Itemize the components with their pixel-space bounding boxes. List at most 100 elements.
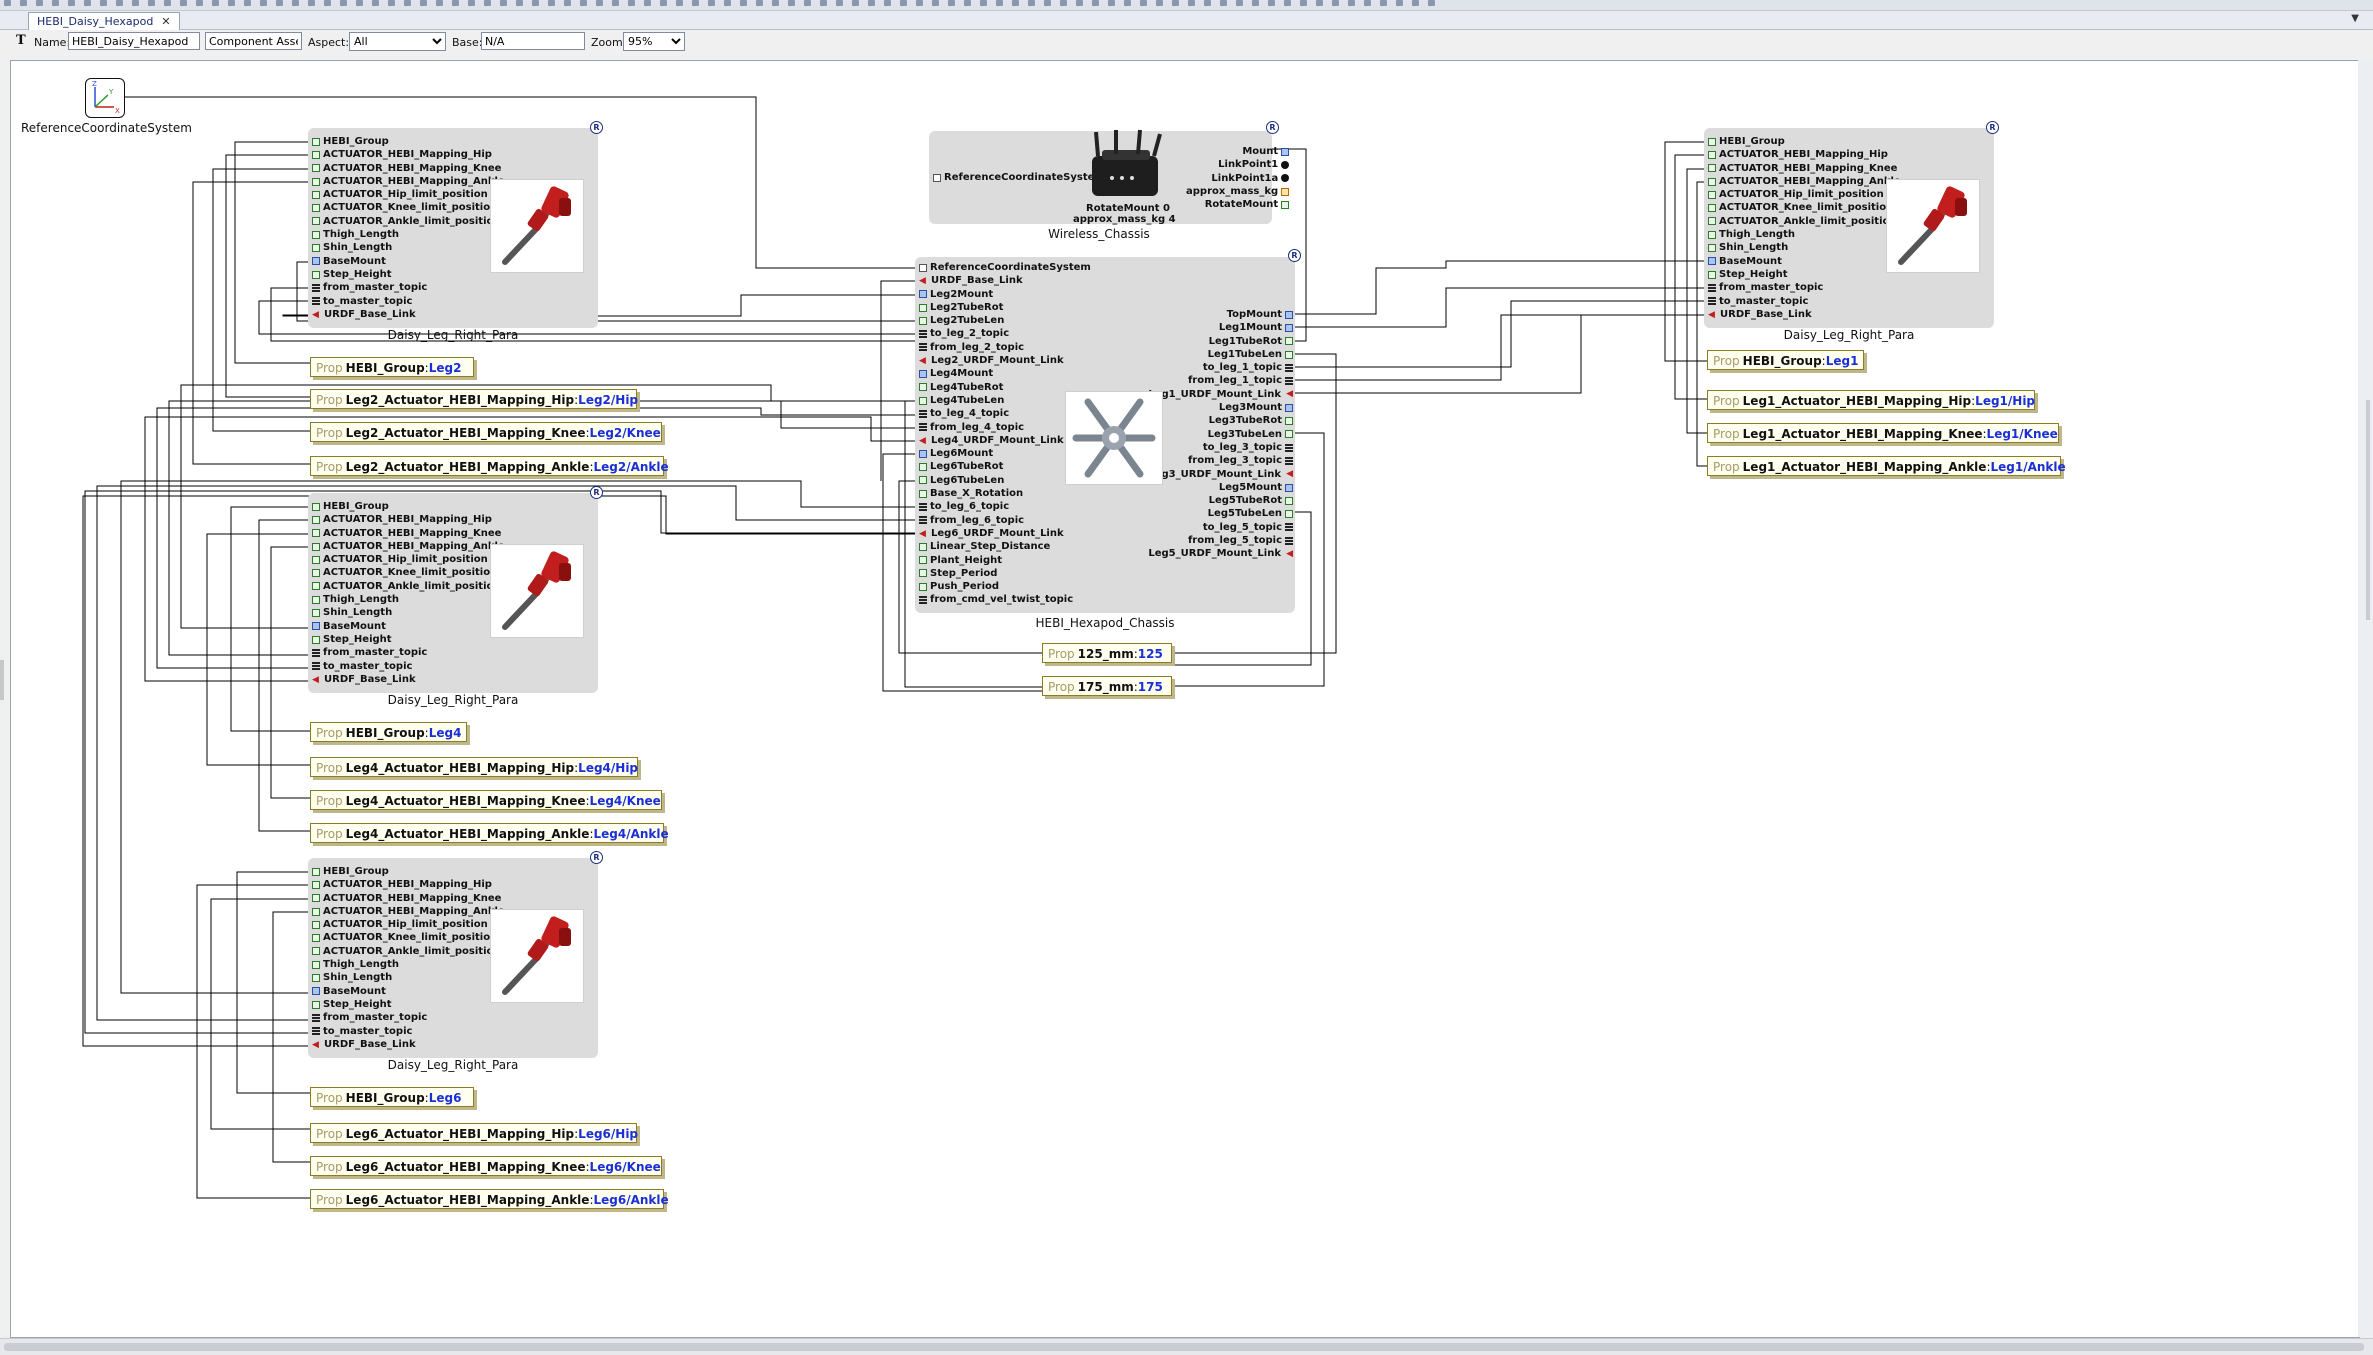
- port-shin-length[interactable]: Shin_Length: [312, 241, 505, 254]
- port-hebi-group[interactable]: HEBI_Group: [312, 135, 505, 148]
- toolbar-button-icon[interactable]: [36, 0, 43, 6]
- toolbar-button-icon[interactable]: [1092, 0, 1099, 6]
- toolbar-button-icon[interactable]: [1172, 0, 1179, 6]
- base-input[interactable]: [481, 32, 585, 50]
- port-leg3-urdf-mount-link[interactable]: Leg3_URDF_Mount_Link◀: [1148, 468, 1293, 481]
- port-mount[interactable]: Mount: [1186, 145, 1290, 158]
- port-basemount[interactable]: BaseMount: [312, 255, 505, 268]
- connection-wire[interactable]: [1289, 314, 1709, 381]
- toolbar-button-icon[interactable]: [868, 0, 875, 6]
- port-actuator-ankle-limit-position[interactable]: ACTUATOR_Ankle_limit_position: [312, 215, 505, 228]
- port-to-leg-5-topic[interactable]: to_leg_5_topic: [1148, 521, 1293, 534]
- toolbar-button-icon[interactable]: [1060, 0, 1067, 6]
- connection-wire[interactable]: [898, 480, 1042, 654]
- port-linear-step-distance[interactable]: Linear_Step_Distance: [919, 540, 1091, 553]
- toolbar-button-icon[interactable]: [916, 0, 923, 6]
- connection-wire[interactable]: [258, 300, 919, 335]
- toolbar-button-icon[interactable]: [1300, 0, 1307, 6]
- toolbar-button-icon[interactable]: [100, 0, 107, 6]
- port-from-leg-3-topic[interactable]: from_leg_3_topic: [1148, 454, 1293, 467]
- connection-wire[interactable]: [96, 485, 919, 1021]
- connection-wire[interactable]: [84, 490, 919, 1034]
- toolbar-button-icon[interactable]: [228, 0, 235, 6]
- toolbar-button-icon[interactable]: [500, 0, 507, 6]
- toolbar-button-icon[interactable]: [1012, 0, 1019, 6]
- toolbar-button-icon[interactable]: [676, 0, 683, 6]
- toolbar-button-icon[interactable]: [532, 0, 539, 6]
- toolbar-button-icon[interactable]: [132, 0, 139, 6]
- connection-wire[interactable]: [270, 546, 313, 799]
- port-leg2tuberot[interactable]: Leg2TubeRot: [919, 301, 1091, 314]
- toolbar-button-icon[interactable]: [20, 0, 27, 6]
- kind-input[interactable]: [205, 32, 302, 50]
- port-thigh-length[interactable]: Thigh_Length: [1708, 228, 1901, 241]
- connection-wire[interactable]: [206, 533, 313, 766]
- port-leg6tubelen[interactable]: Leg6TubeLen: [919, 474, 1091, 487]
- toolbar-button-icon[interactable]: [1348, 0, 1355, 6]
- port-leg6mount[interactable]: Leg6Mount: [919, 447, 1091, 460]
- toolbar-button-icon[interactable]: [372, 0, 379, 6]
- port-from-leg-5-topic[interactable]: from_leg_5_topic: [1148, 534, 1293, 547]
- toolbar-button-icon[interactable]: [1220, 0, 1227, 6]
- port-shin-length[interactable]: Shin_Length: [312, 606, 505, 619]
- port-actuator-hip-limit-position[interactable]: ACTUATOR_Hip_limit_position: [312, 553, 505, 566]
- toolbar-button-icon[interactable]: [1076, 0, 1083, 6]
- port-urdf-base-link[interactable]: ◀URDF_Base_Link: [312, 673, 505, 686]
- port-leg6-urdf-mount-link[interactable]: ◀Leg6_URDF_Mount_Link: [919, 527, 1091, 540]
- text-tool-icon[interactable]: T: [16, 33, 26, 48]
- port-from-master-topic[interactable]: from_master_topic: [312, 1011, 505, 1024]
- diagram-canvas[interactable]: Z Y X ReferenceCoordinateSystem HEBI_Gro…: [10, 60, 2360, 1338]
- toolbar-button-icon[interactable]: [4, 0, 11, 6]
- toolbar-button-icon[interactable]: [660, 0, 667, 6]
- port-shin-length[interactable]: Shin_Length: [312, 971, 505, 984]
- connection-wire[interactable]: [296, 261, 919, 322]
- port-actuator-hebi-mapping-ankle[interactable]: ACTUATOR_HEBI_Mapping_Ankle: [312, 175, 505, 188]
- port-referencecoordinatesystem[interactable]: ReferenceCoordinateSystem: [933, 171, 1105, 184]
- toolbar-button-icon[interactable]: [1188, 0, 1195, 6]
- port-leg2-urdf-mount-link[interactable]: ◀Leg2_URDF_Mount_Link: [919, 354, 1091, 367]
- port-leg1tuberot[interactable]: Leg1TubeRot: [1148, 335, 1293, 348]
- toolbar-button-icon[interactable]: [836, 0, 843, 6]
- connection-wire[interactable]: [144, 416, 919, 682]
- port-to-master-topic[interactable]: to_master_topic: [1708, 295, 1901, 308]
- connection-wire[interactable]: [119, 96, 919, 269]
- toolbar-button-icon[interactable]: [644, 0, 651, 6]
- zoom-select[interactable]: 95%: [623, 32, 685, 51]
- toolbar-button-icon[interactable]: [308, 0, 315, 6]
- tab-hebi-daisy-hexapod[interactable]: HEBI_Daisy_Hexapod ✕: [28, 12, 180, 30]
- connection-wire[interactable]: [1664, 141, 1709, 362]
- close-icon[interactable]: ✕: [161, 15, 171, 28]
- toolbar-button-icon[interactable]: [1156, 0, 1163, 6]
- connection-wire[interactable]: [120, 480, 919, 994]
- connection-wire[interactable]: [225, 154, 313, 398]
- connection-wire[interactable]: [1289, 314, 1709, 394]
- horizontal-scrollbar[interactable]: [0, 1338, 2373, 1355]
- connection-wire[interactable]: [1289, 287, 1709, 328]
- connection-wire[interactable]: [196, 884, 313, 1199]
- port-basemount[interactable]: BaseMount: [1708, 255, 1901, 268]
- port-urdf-base-link[interactable]: ◀URDF_Base_Link: [1708, 308, 1901, 321]
- port-leg5mount[interactable]: Leg5Mount: [1148, 481, 1293, 494]
- toolbar-button-icon[interactable]: [148, 0, 155, 6]
- port-to-master-topic[interactable]: to_master_topic: [312, 660, 505, 673]
- connection-wire[interactable]: [880, 280, 919, 481]
- port-leg6tuberot[interactable]: Leg6TubeRot: [919, 460, 1091, 473]
- port-hebi-group[interactable]: HEBI_Group: [312, 865, 505, 878]
- port-step-height[interactable]: Step_Height: [312, 268, 505, 281]
- port-leg5-urdf-mount-link[interactable]: Leg5_URDF_Mount_Link◀: [1148, 547, 1293, 560]
- toolbar-button-icon[interactable]: [724, 0, 731, 6]
- port-linkpoint1[interactable]: LinkPoint1: [1186, 158, 1290, 171]
- toolbar-button-icon[interactable]: [708, 0, 715, 6]
- connection-wire[interactable]: [210, 898, 313, 1130]
- port-actuator-ankle-limit-position[interactable]: ACTUATOR_Ankle_limit_position: [1708, 215, 1901, 228]
- toolbar-button-icon[interactable]: [820, 0, 827, 6]
- port-from-master-topic[interactable]: from_master_topic: [312, 281, 505, 294]
- port-shin-length[interactable]: Shin_Length: [1708, 241, 1901, 254]
